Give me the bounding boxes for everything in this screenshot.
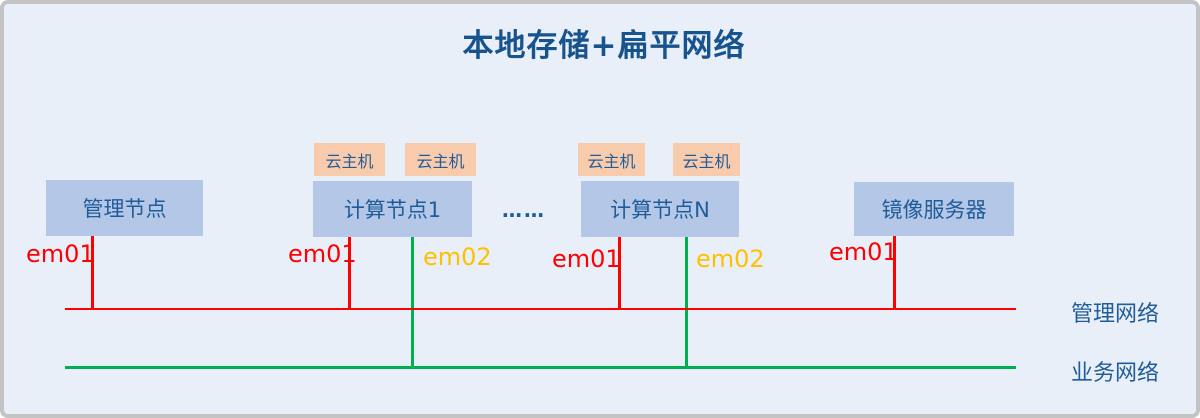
business-network-line: [65, 366, 1016, 369]
nic-label-em02-computeN: em02: [696, 245, 765, 273]
nic-label-em01-compute1: em01: [288, 240, 357, 268]
nic-label-em01-image-server: em01: [829, 238, 898, 266]
management-network-label: 管理网络: [1071, 302, 1160, 327]
nic-label-em01-computeN: em01: [552, 245, 621, 273]
nic-label-em02-compute1: em02: [423, 243, 492, 271]
nic-label-em01-mgmt: em01: [26, 240, 95, 268]
management-network-line: [65, 308, 1016, 310]
node-management: 管理节点: [46, 180, 203, 236]
node-compute-1: 计算节点1: [313, 181, 472, 237]
vm-box: 云主机: [314, 143, 385, 176]
vm-box: 云主机: [673, 143, 740, 176]
node-compute-n: 计算节点N: [581, 181, 739, 237]
nic-line-compute1-em02: [411, 237, 414, 368]
vm-box: 云主机: [578, 143, 645, 176]
vm-box: 云主机: [405, 143, 476, 176]
diagram-title: 本地存储+扁平网络: [462, 28, 746, 64]
ellipsis-more-nodes: ……: [502, 198, 546, 222]
node-image-server: 镜像服务器: [854, 182, 1014, 236]
nic-line-mgmt-em01: [91, 236, 94, 309]
nic-line-computeN-em01: [618, 237, 621, 309]
nic-line-compute1-em01: [348, 237, 351, 309]
nic-line-image-server-em01: [893, 236, 896, 309]
business-network-label: 业务网络: [1071, 361, 1160, 386]
nic-line-computeN-em02: [685, 237, 688, 368]
